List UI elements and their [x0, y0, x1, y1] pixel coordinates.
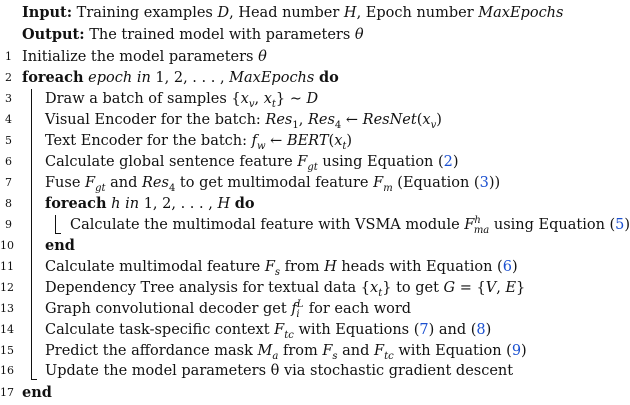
algo-line-7: 7 Fuse Fgt and Res4 to get multimodal fe…: [0, 172, 619, 194]
line-number: 17: [0, 386, 14, 399]
line-number: 16: [0, 364, 14, 377]
algo-line-3: 3 Draw a batch of samples {xv, xt} ∼ D: [0, 88, 619, 110]
algo-line-13: 13 Graph convolutional decoder get fLi f…: [0, 298, 619, 320]
line-text: Text Encoder for the batch: fw ← BERT(xt…: [45, 133, 353, 152]
line-number: 15: [0, 344, 14, 357]
line-number: 4: [5, 113, 12, 126]
line-number: 11: [0, 260, 14, 273]
algo-line-4: 4 Visual Encoder for the batch: Res1, Re…: [0, 109, 619, 131]
line-text: Calculate global sentence feature Fgt us…: [45, 154, 459, 173]
line-text: Graph convolutional decoder get fLi for …: [45, 299, 412, 320]
input-line: Input: Training examples D, Head number …: [0, 2, 619, 24]
line-text: Dependency Tree analysis for textual dat…: [45, 280, 526, 299]
algo-line-8: 8 foreach h in 1, 2, . . . , H do: [0, 193, 619, 215]
algo-line-9: 9 Calculate the multimodal feature with …: [0, 214, 630, 236]
line-text: Predict the affordance mask Ma from Fs a…: [45, 343, 527, 362]
outer-loop-bar: [31, 89, 33, 380]
line-number: 7: [5, 176, 12, 189]
output-line: Output: The trained model with parameter…: [0, 24, 619, 46]
algo-line-1: 1 Initialize the model parameters θ: [0, 46, 619, 68]
line-text: Draw a batch of samples {xv, xt} ∼ D: [45, 91, 319, 110]
line-text: Calculate multimodal feature Fs from H h…: [45, 259, 518, 278]
line-text: end: [45, 237, 75, 254]
line-number: 12: [0, 281, 14, 294]
inner-loop-bar: [55, 215, 57, 234]
algo-line-6: 6 Calculate global sentence feature Fgt …: [0, 151, 619, 173]
line-text: end: [22, 384, 52, 401]
line-text: foreach epoch in 1, 2, . . . , MaxEpochs…: [22, 69, 339, 86]
line-number: 10: [0, 239, 14, 252]
line-text: Calculate the multimodal feature with VS…: [70, 215, 630, 236]
line-number: 14: [0, 323, 14, 336]
line-text: Calculate task-specific context Ftc with…: [45, 322, 492, 341]
algo-line-5: 5 Text Encoder for the batch: fw ← BERT(…: [0, 130, 619, 152]
algo-line-2: 2 foreach epoch in 1, 2, . . . , MaxEpoc…: [0, 67, 619, 89]
output-label: Output:: [22, 26, 85, 43]
outer-loop-tick: [31, 379, 37, 381]
line-text: foreach h in 1, 2, . . . , H do: [45, 195, 255, 212]
line-text: Fuse Fgt and Res4 to get multimodal feat…: [45, 175, 501, 194]
algo-line-10: 10 end: [0, 235, 619, 257]
algo-line-14: 14 Calculate task-specific context Ftc w…: [0, 319, 619, 341]
line-number: 13: [0, 302, 14, 315]
algo-line-16: 16 Update the model parameters θ via sto…: [0, 360, 619, 382]
line-text: Visual Encoder for the batch: Res1, Res4…: [45, 112, 442, 131]
algo-line-17: 17 end: [0, 382, 619, 404]
inner-loop-tick: [55, 233, 61, 235]
output-text: The trained model with parameters θ: [89, 27, 364, 43]
line-number: 5: [5, 134, 12, 147]
line-number: 9: [5, 218, 12, 231]
input-text: Training examples D, Head number H, Epoc…: [76, 5, 564, 21]
line-text: Update the model parameters θ via stocha…: [45, 363, 514, 379]
line-number: 3: [5, 92, 12, 105]
algo-line-11: 11 Calculate multimodal feature Fs from …: [0, 256, 619, 278]
line-number: 6: [5, 155, 12, 168]
algo-line-15: 15 Predict the affordance mask Ma from F…: [0, 340, 619, 362]
input-label: Input:: [22, 4, 73, 21]
line-number: 2: [5, 71, 12, 84]
algo-line-12: 12 Dependency Tree analysis for textual …: [0, 277, 619, 299]
line-number: 1: [5, 50, 12, 63]
line-number: 8: [5, 197, 12, 210]
line-text: Initialize the model parameters θ: [22, 49, 267, 65]
